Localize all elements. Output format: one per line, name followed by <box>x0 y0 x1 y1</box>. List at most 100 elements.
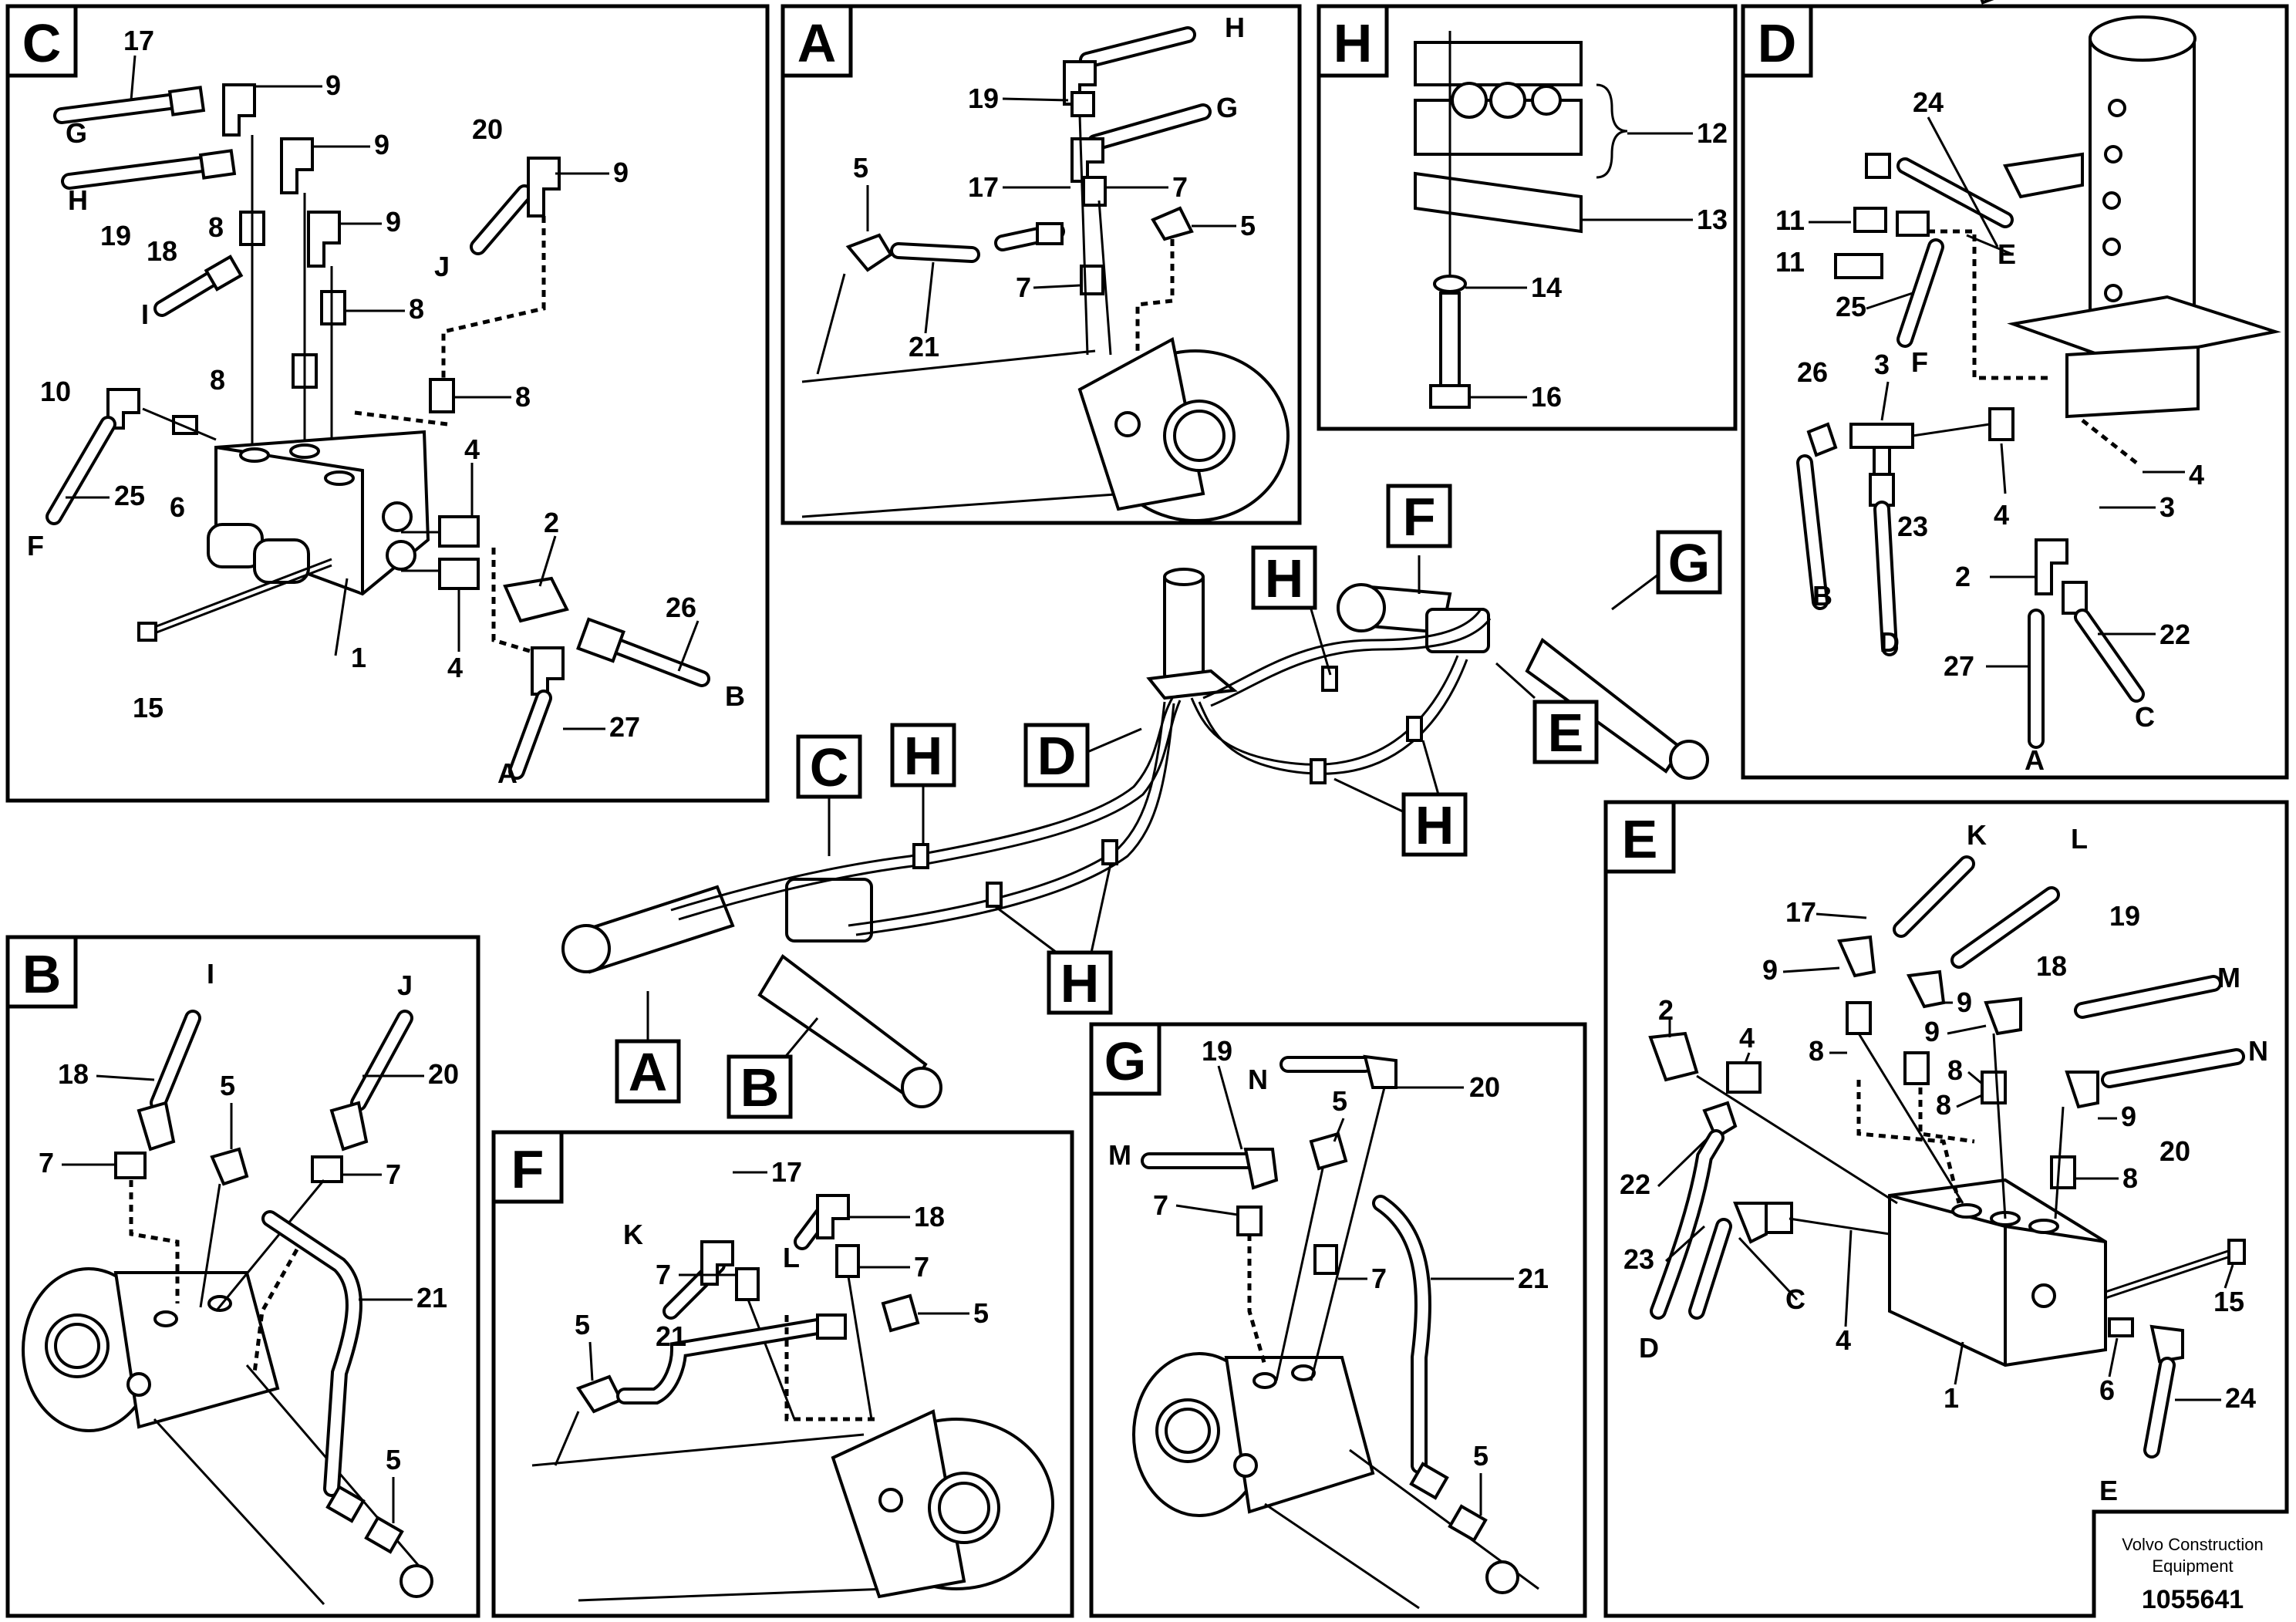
panel-a-drawing <box>801 26 1290 522</box>
svg-text:8: 8 <box>409 293 424 325</box>
panel-f-frame <box>491 1130 1074 1618</box>
svg-text:9: 9 <box>1957 986 1972 1018</box>
panel-h-labels: 12 13 14 16 <box>1531 117 1728 413</box>
svg-text:19: 19 <box>2109 900 2140 932</box>
svg-text:E: E <box>2099 1475 2118 1506</box>
panel-c-drawing <box>46 83 710 780</box>
svg-text:20: 20 <box>428 1058 459 1090</box>
svg-text:27: 27 <box>609 711 640 743</box>
panel-b-leaders <box>62 1074 424 1523</box>
svg-text:9: 9 <box>2121 1101 2136 1132</box>
panel-d-frame <box>1741 4 2289 780</box>
svg-text:1: 1 <box>351 642 366 673</box>
svg-text:A: A <box>497 757 518 789</box>
svg-text:10: 10 <box>40 376 71 407</box>
svg-text:E: E <box>1622 809 1658 869</box>
svg-text:24: 24 <box>1913 86 1944 118</box>
svg-text:22: 22 <box>2159 619 2190 650</box>
svg-text:26: 26 <box>666 592 696 623</box>
svg-text:5: 5 <box>853 152 868 184</box>
svg-text:B: B <box>725 680 745 712</box>
panel-g-frame <box>1089 1022 1587 1618</box>
svg-text:23: 23 <box>1623 1243 1654 1275</box>
svg-text:2: 2 <box>1658 994 1674 1026</box>
svg-text:5: 5 <box>1240 210 1256 241</box>
svg-text:18: 18 <box>2036 950 2067 982</box>
svg-text:D: D <box>1037 726 1077 786</box>
svg-text:7: 7 <box>1016 271 1031 303</box>
credit-company-sub: Equipment <box>2152 1556 2233 1576</box>
panel-e-frame <box>1603 800 2289 1618</box>
svg-text:H: H <box>1225 12 1245 43</box>
panel-tag-b: B <box>5 935 78 1009</box>
svg-text:H: H <box>1415 795 1455 855</box>
panel-g-labels: 19 N 5 20 M 7 7 21 5 <box>1108 1035 1549 1472</box>
svg-text:D: D <box>1639 1332 1659 1364</box>
svg-text:4: 4 <box>447 652 463 683</box>
svg-text:20: 20 <box>2159 1135 2190 1167</box>
panel-d-labels: 24 11 E 11 25 F 26 3 4 23 4 3 B 2 D 22 2… <box>1775 86 2204 776</box>
svg-text:K: K <box>623 1219 643 1250</box>
svg-text:20: 20 <box>472 113 503 145</box>
svg-text:B: B <box>740 1057 780 1118</box>
panel-h-drawing <box>1414 31 1628 409</box>
panel-h-frame <box>1317 4 1738 431</box>
svg-text:N: N <box>1248 1064 1268 1095</box>
svg-text:H: H <box>1265 548 1304 609</box>
svg-text:21: 21 <box>416 1282 447 1313</box>
svg-text:8: 8 <box>1936 1089 1951 1121</box>
svg-text:14: 14 <box>1531 271 1562 303</box>
svg-text:21: 21 <box>1518 1263 1549 1294</box>
svg-text:D: D <box>1880 626 1900 658</box>
svg-text:18: 18 <box>58 1058 89 1090</box>
svg-text:21: 21 <box>909 331 939 363</box>
svg-text:9: 9 <box>374 129 389 160</box>
svg-text:2: 2 <box>1955 561 1971 592</box>
svg-text:2: 2 <box>544 507 559 538</box>
svg-text:5: 5 <box>575 1309 590 1340</box>
svg-text:15: 15 <box>133 692 164 723</box>
panel-f-labels: 17 K 18 L 7 7 5 21 5 <box>575 1156 989 1352</box>
svg-text:H: H <box>1060 953 1100 1013</box>
svg-text:12: 12 <box>1697 117 1728 149</box>
svg-text:B: B <box>1812 580 1832 612</box>
panel-e-labels: K L 17 19 9 18 9 M 2 4 8 9 N 8 8 9 22 20… <box>1620 819 2268 1506</box>
svg-text:5: 5 <box>386 1444 401 1475</box>
panel-g-drawing <box>1132 1054 1539 1610</box>
svg-text:F: F <box>27 530 44 561</box>
svg-text:L: L <box>2071 823 2088 855</box>
panel-e-drawing <box>1648 855 2246 1458</box>
svg-text:27: 27 <box>1944 650 1974 682</box>
svg-text:3: 3 <box>2159 491 2175 523</box>
svg-text:7: 7 <box>914 1251 929 1283</box>
svg-text:J: J <box>397 969 413 1001</box>
svg-text:7: 7 <box>1153 1189 1168 1221</box>
svg-text:19: 19 <box>100 220 131 251</box>
svg-text:26: 26 <box>1797 356 1828 388</box>
svg-text:9: 9 <box>613 157 629 188</box>
svg-text:8: 8 <box>515 381 531 413</box>
panel-d-leaders <box>1809 116 2185 668</box>
drawing-number: 1055641 <box>2142 1585 2244 1614</box>
svg-text:A: A <box>2025 744 2045 776</box>
panel-tag-a: A <box>781 4 853 78</box>
svg-text:6: 6 <box>2099 1374 2115 1406</box>
svg-text:4: 4 <box>2189 459 2204 491</box>
svg-text:G: G <box>66 117 87 149</box>
svg-text:G: G <box>1216 92 1238 123</box>
svg-text:I: I <box>141 298 149 330</box>
svg-text:17: 17 <box>1785 896 1816 928</box>
svg-text:7: 7 <box>656 1259 671 1290</box>
overview-callouts: A B C H D H H F G E <box>615 484 1722 1119</box>
panel-b-labels: I J 18 5 20 7 7 21 5 <box>39 958 459 1475</box>
svg-text:9: 9 <box>325 69 341 101</box>
svg-text:4: 4 <box>464 433 480 465</box>
svg-text:M: M <box>1108 1139 1131 1171</box>
panel-tag-f: F <box>491 1130 564 1204</box>
svg-text:5: 5 <box>220 1070 235 1101</box>
svg-text:20: 20 <box>1469 1071 1500 1103</box>
svg-text:4: 4 <box>1994 499 2009 531</box>
svg-text:19: 19 <box>968 83 999 114</box>
svg-text:17: 17 <box>123 25 154 56</box>
